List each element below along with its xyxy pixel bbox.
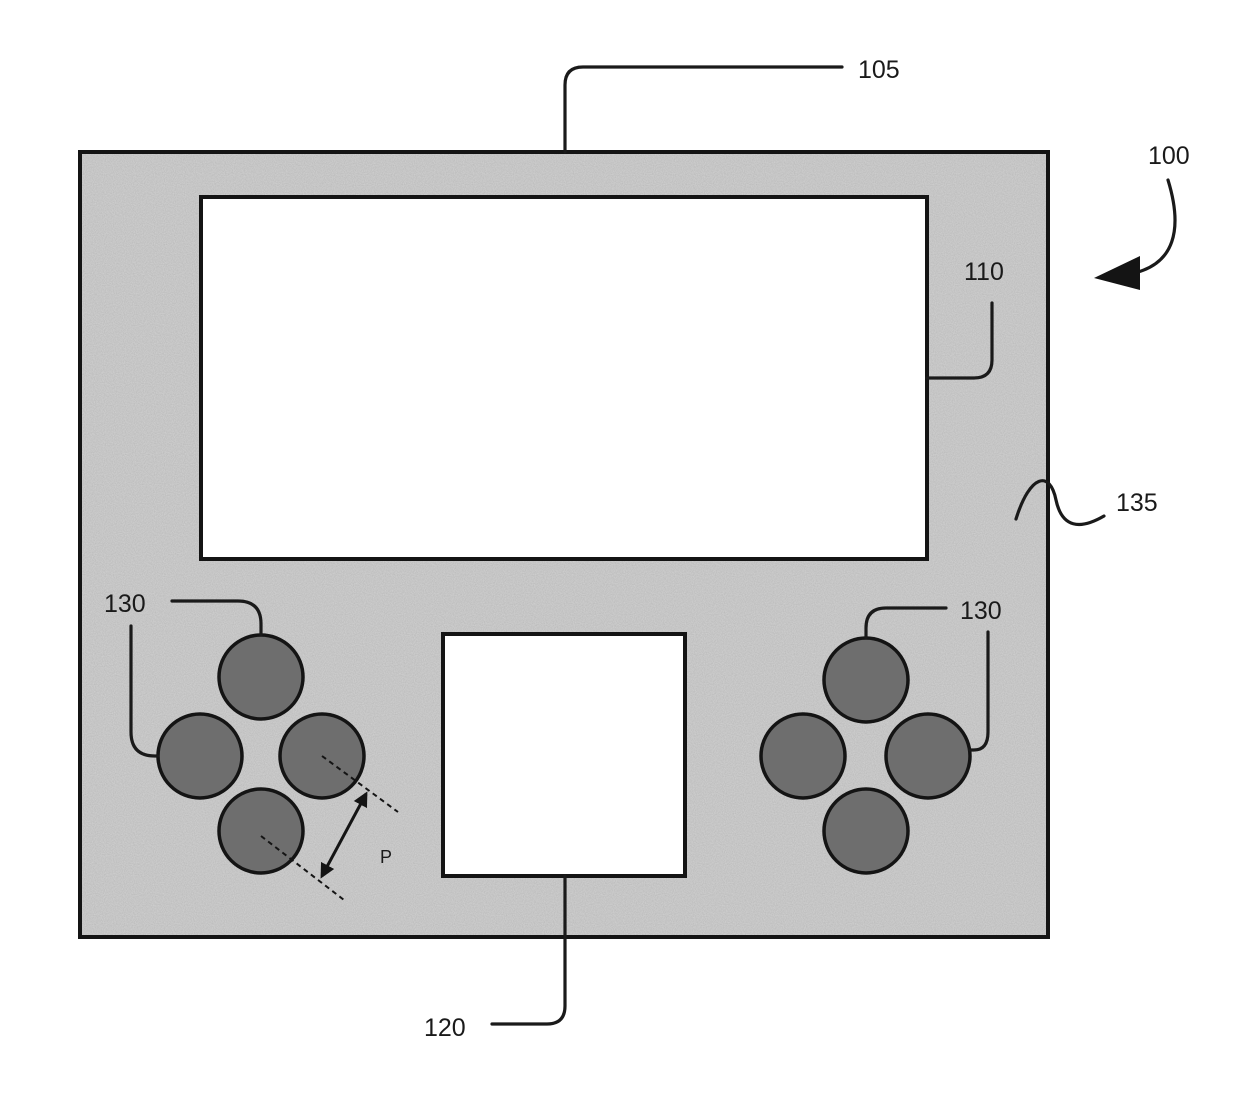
label-135: 135 — [1116, 489, 1158, 517]
label-130-left: 130 — [104, 590, 146, 618]
right-button-right — [886, 714, 970, 798]
label-110: 110 — [964, 258, 1004, 286]
left-button-bottom — [219, 789, 303, 873]
right-button-left — [761, 714, 845, 798]
secondary-display — [443, 634, 685, 876]
left-button-left — [158, 714, 242, 798]
leader-105 — [565, 67, 842, 152]
right-button-top — [824, 638, 908, 722]
device-arrowhead-100 — [1094, 256, 1140, 290]
label-130-right: 130 — [960, 597, 1002, 625]
device-arrow-100 — [1138, 180, 1175, 272]
label-p: P — [380, 847, 392, 867]
label-105: 105 — [858, 56, 900, 84]
label-100: 100 — [1148, 142, 1190, 170]
right-button-bottom — [824, 789, 908, 873]
label-120: 120 — [424, 1014, 466, 1042]
primary-display — [201, 197, 927, 559]
left-button-top — [219, 635, 303, 719]
